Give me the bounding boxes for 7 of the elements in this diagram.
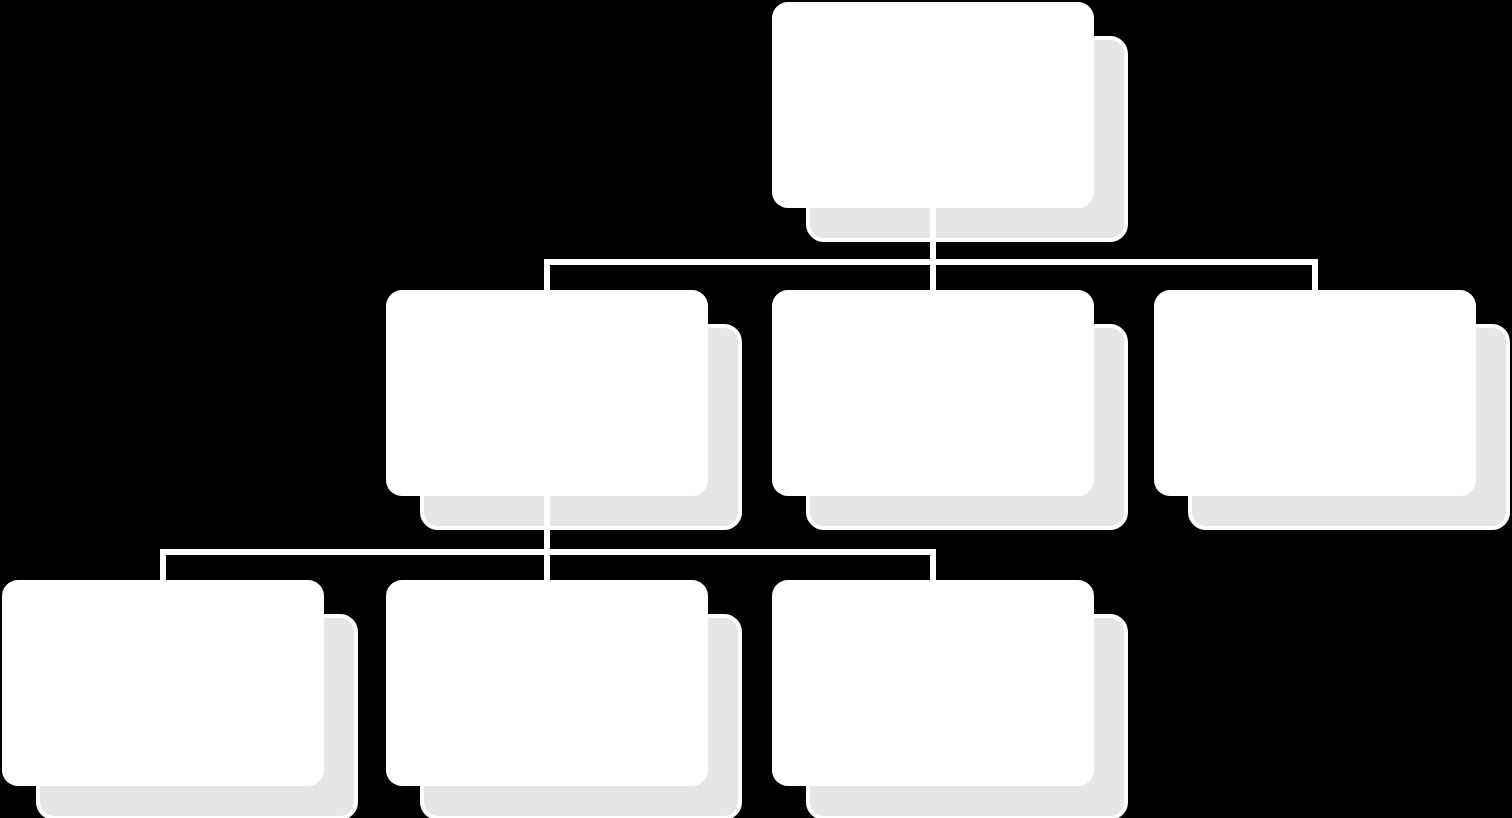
org-chart-box <box>386 580 742 818</box>
org-chart-box <box>772 290 1128 530</box>
org-chart-box <box>772 580 1128 818</box>
org-chart-box <box>1154 290 1510 530</box>
org-chart-box <box>386 290 742 530</box>
org-chart-box <box>772 2 1128 242</box>
org-chart-box <box>2 580 358 818</box>
